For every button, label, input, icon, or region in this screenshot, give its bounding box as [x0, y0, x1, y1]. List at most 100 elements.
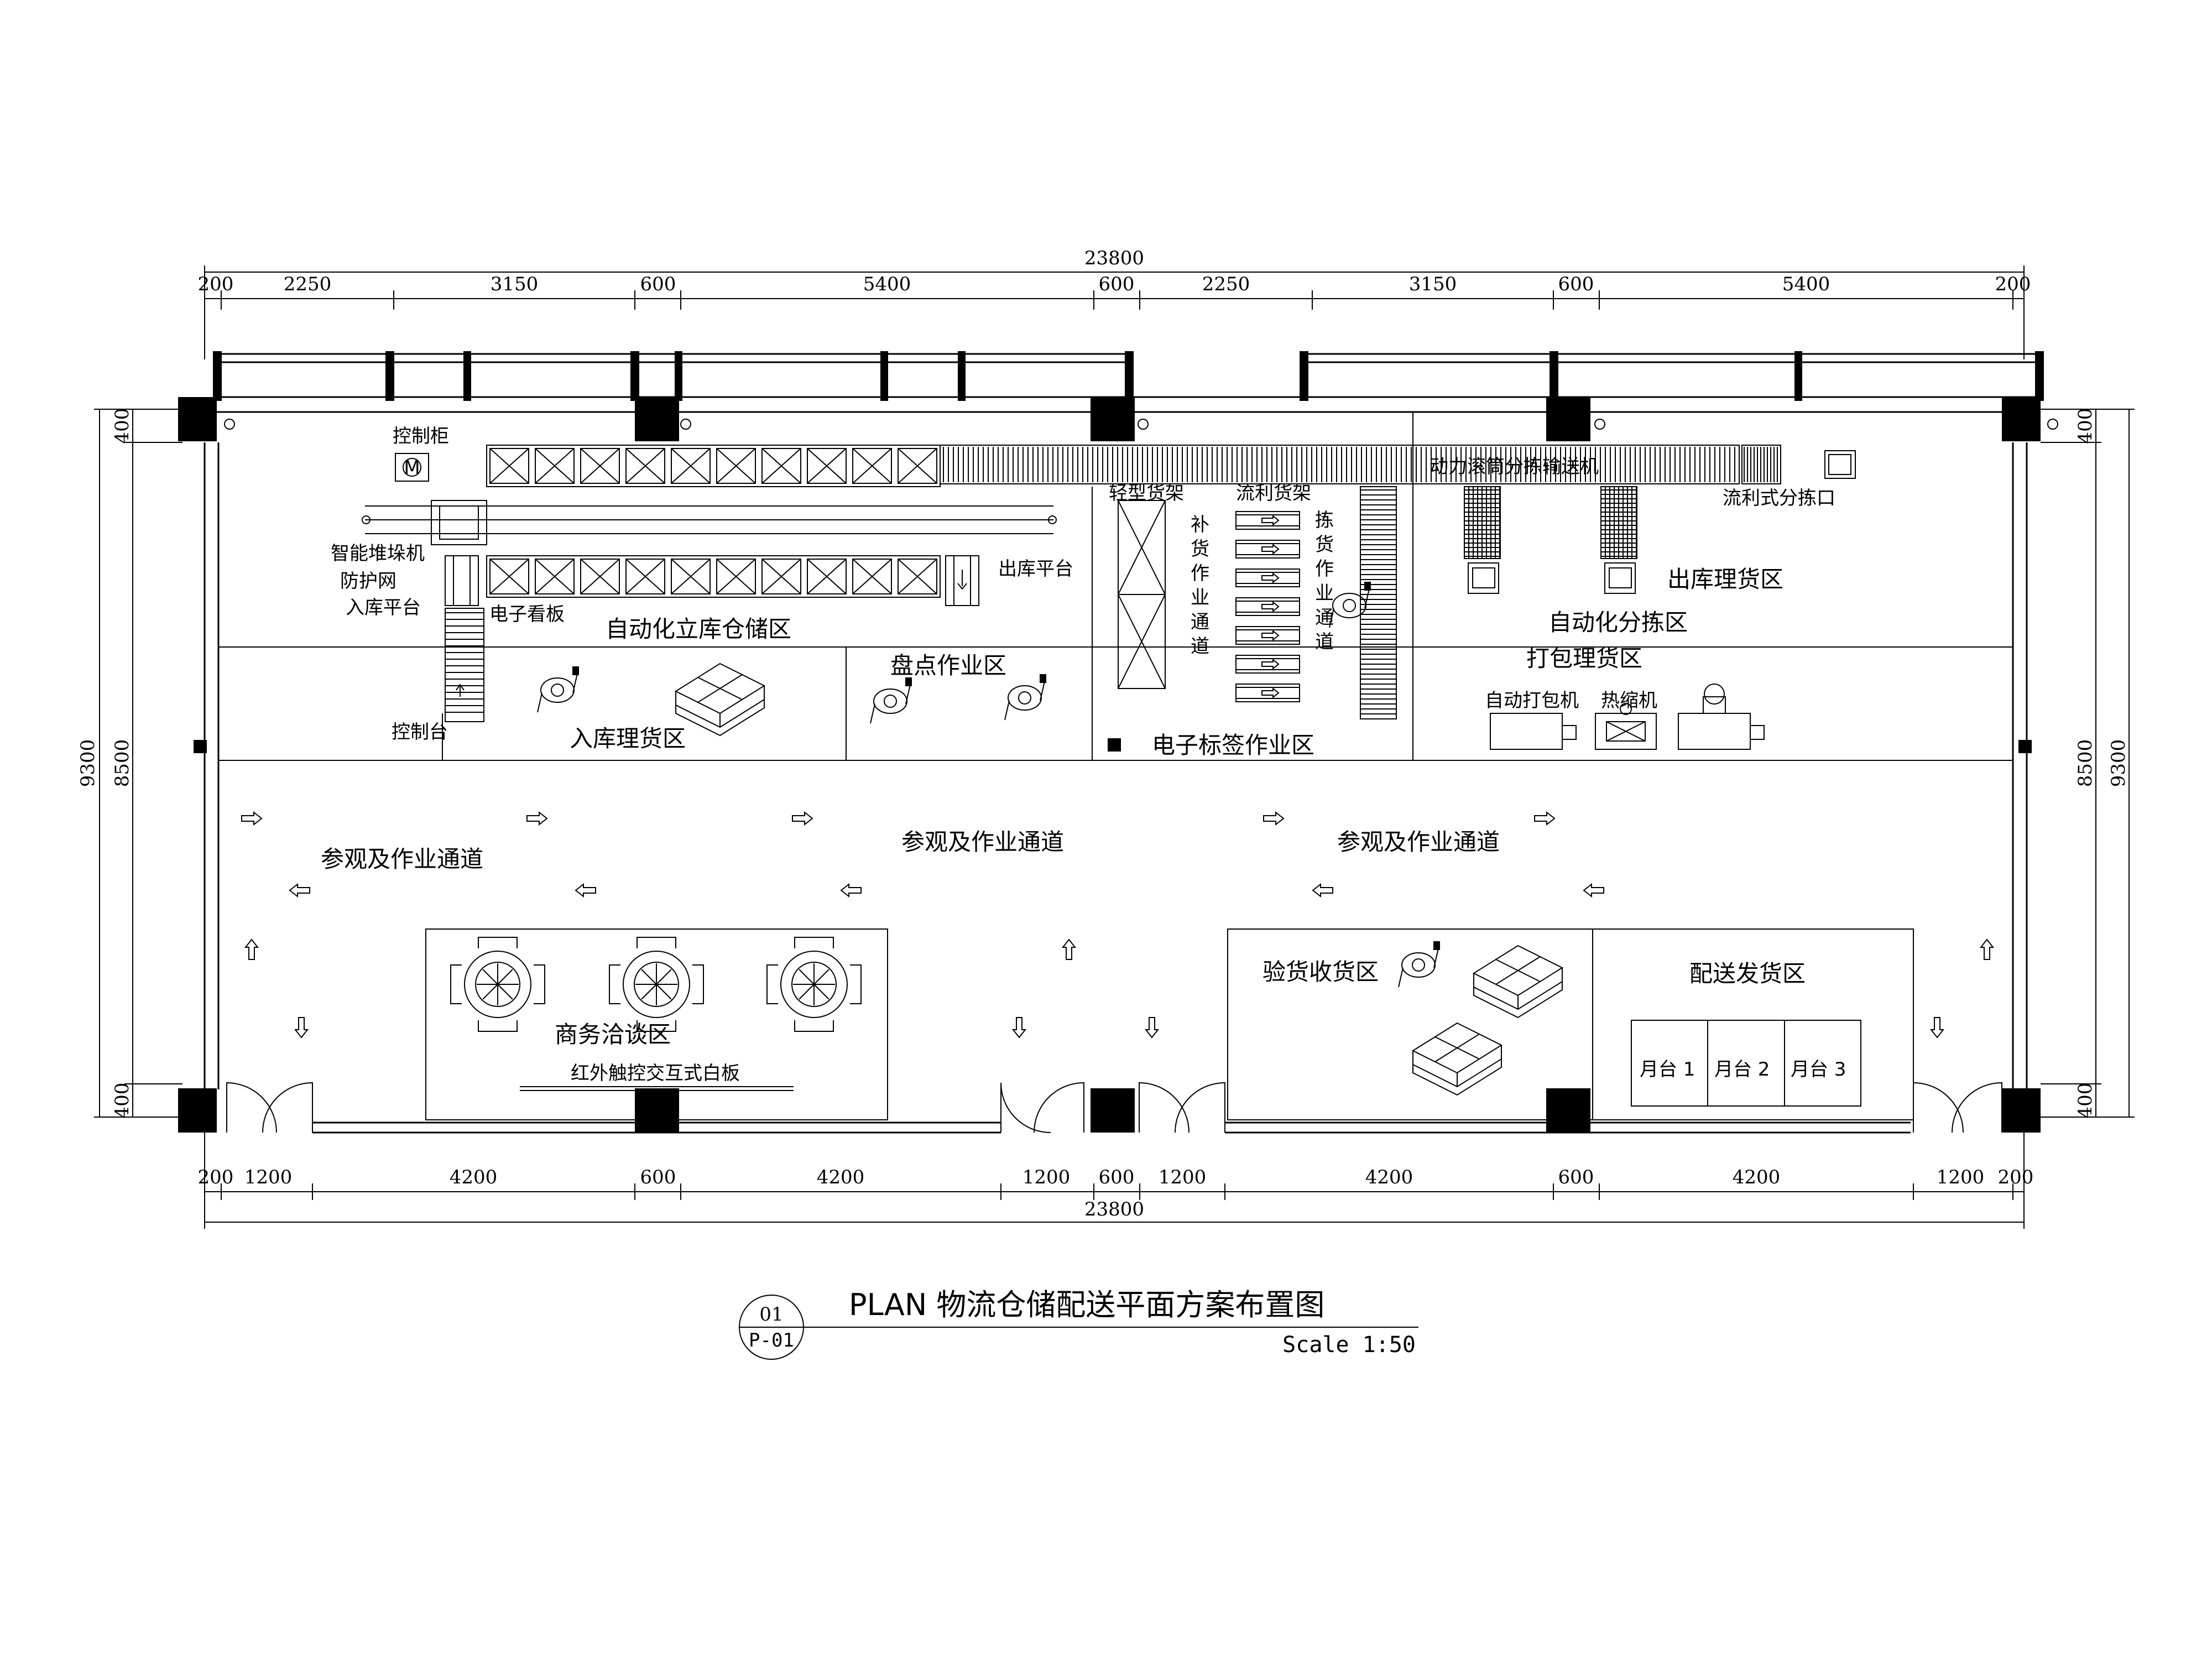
- control-cabinet: M: [395, 453, 429, 482]
- dim-bottom-4: 600: [640, 1166, 676, 1188]
- flow-arrows: [241, 811, 1995, 1039]
- label-flow-rack: 流利货架: [1236, 482, 1311, 504]
- arrow-down: [1011, 1017, 1027, 1039]
- label-visit-aisle-2: 参观及作业通道: [901, 828, 1064, 855]
- meeting-table: [609, 937, 704, 1032]
- arrow-left: [1312, 883, 1333, 898]
- flow-rack-shelf: [1235, 597, 1300, 616]
- right-bottom-height: 400: [2074, 1083, 2096, 1119]
- plan-labels: 控制柜 智能堆垛机 防护网 入库平台 电子看板 自动化立库仓储区 出库平台 控制…: [321, 425, 1846, 1084]
- column: [178, 397, 217, 441]
- label-stocktake: 盘点作业区: [890, 652, 1006, 679]
- rack-brace: [898, 559, 937, 594]
- table-pattern-spoke: [799, 984, 815, 1000]
- top-dimension-chain: 23800 200 2250 3150 600 5400 600 2250 31…: [198, 247, 2031, 359]
- rack-cell: [625, 559, 665, 594]
- table-pattern: [634, 962, 679, 1007]
- dim-top-7: 2250: [1202, 273, 1250, 295]
- rack-cell: [489, 448, 529, 484]
- sorting-chutes: [1464, 486, 1637, 594]
- rack-cell: [852, 448, 892, 484]
- worker: [1329, 582, 1371, 628]
- dim-top-11: 200: [1995, 273, 2031, 295]
- svg-text:作: 作: [1191, 562, 1209, 585]
- label-control-cabinet: 控制柜: [393, 425, 449, 447]
- label-e-board: 电子看板: [489, 603, 565, 625]
- rack-brace: [489, 559, 529, 594]
- light-rack: [1118, 500, 1166, 689]
- flow-rack-shelf: [1235, 511, 1300, 530]
- rack-cell: [852, 559, 892, 594]
- rack-brace: [671, 559, 711, 594]
- building-walls: [178, 397, 2058, 1134]
- doors: [226, 1082, 2002, 1133]
- arrow-right: [792, 811, 813, 826]
- dim-top-1: 200: [198, 273, 234, 295]
- table-pattern: [475, 962, 520, 1007]
- worker-head: [1343, 599, 1356, 612]
- worker: [1398, 941, 1440, 988]
- label-visit-aisle-3: 参观及作业通道: [1337, 828, 1500, 855]
- rack-brace: [716, 448, 756, 484]
- rack-brace: [580, 448, 620, 484]
- left-dimension-chain: 9300 8500 400 400: [77, 408, 182, 1118]
- rack-brace: [535, 448, 575, 484]
- main-rollers: [943, 447, 1778, 482]
- rack-cell: [898, 448, 937, 484]
- worker-device: [1433, 941, 1440, 950]
- pallet-base: [675, 700, 765, 737]
- rack-cell: [580, 559, 620, 594]
- flow-rack-arrow: [1261, 543, 1280, 555]
- worker-arms: [1329, 588, 1370, 628]
- rack-brace: [852, 559, 892, 594]
- arrow-right: [241, 811, 263, 826]
- chair-right: [534, 964, 545, 1004]
- flow-rack-arrow: [1261, 601, 1280, 613]
- dim-top-6: 600: [1099, 273, 1135, 295]
- worker-device: [572, 666, 579, 675]
- right-inner-height: 8500: [2074, 739, 2096, 787]
- dim-top-9: 600: [1558, 273, 1594, 295]
- rack-cell: [671, 448, 711, 484]
- dim-bottom-2: 1200: [244, 1166, 293, 1188]
- rack-brace: [852, 448, 892, 484]
- chair-bottom: [794, 1020, 834, 1032]
- worker-head: [551, 684, 564, 697]
- label-flow-sort-port: 流利式分拣口: [1723, 487, 1835, 509]
- table-pattern-spoke: [656, 969, 672, 985]
- worker-arms: [1398, 948, 1439, 988]
- packing-machines: [1490, 684, 1765, 750]
- label-auto-sorting: 自动化分拣区: [1548, 609, 1688, 636]
- dim-bottom-5: 4200: [817, 1166, 865, 1188]
- label-fence: 防护网: [340, 570, 397, 592]
- column: [178, 1088, 217, 1133]
- chute-grid: [1464, 487, 1637, 559]
- column: [1546, 1088, 1590, 1133]
- rack-brace: [671, 448, 711, 484]
- dim-top-3: 3150: [491, 273, 539, 295]
- label-packing-zone: 打包理货区: [1526, 645, 1642, 672]
- rack-brace: [625, 559, 665, 594]
- receiving-dispatch-zone: [1227, 928, 1914, 1120]
- arrow-up: [244, 938, 259, 960]
- table-pattern-spoke: [813, 984, 830, 1000]
- svg-text:货: 货: [1191, 538, 1209, 560]
- asrs-racks: [486, 445, 941, 598]
- label-replenish-aisle: 补 货 作 业 通 道: [1191, 514, 1209, 658]
- arrow-left: [1583, 883, 1604, 898]
- column: [1091, 1088, 1135, 1133]
- dim-bottom-13: 200: [1998, 1166, 2034, 1188]
- label-outbound-platform: 出库平台: [998, 558, 1073, 580]
- pallet-base: [1473, 982, 1563, 1019]
- svg-text:业: 业: [1315, 582, 1334, 604]
- total-width-bottom: 23800: [1084, 1198, 1144, 1220]
- flow-rack-arrow: [1261, 572, 1280, 584]
- negotiation-zone: [425, 928, 888, 1120]
- rack-cell: [761, 448, 801, 484]
- pallet-divider: [1434, 1034, 1480, 1062]
- table-top: [780, 951, 848, 1018]
- dim-top-4: 600: [640, 273, 676, 295]
- chair-top: [794, 937, 834, 948]
- flow-rack-arrow: [1261, 629, 1280, 641]
- arrow-down: [294, 1017, 309, 1039]
